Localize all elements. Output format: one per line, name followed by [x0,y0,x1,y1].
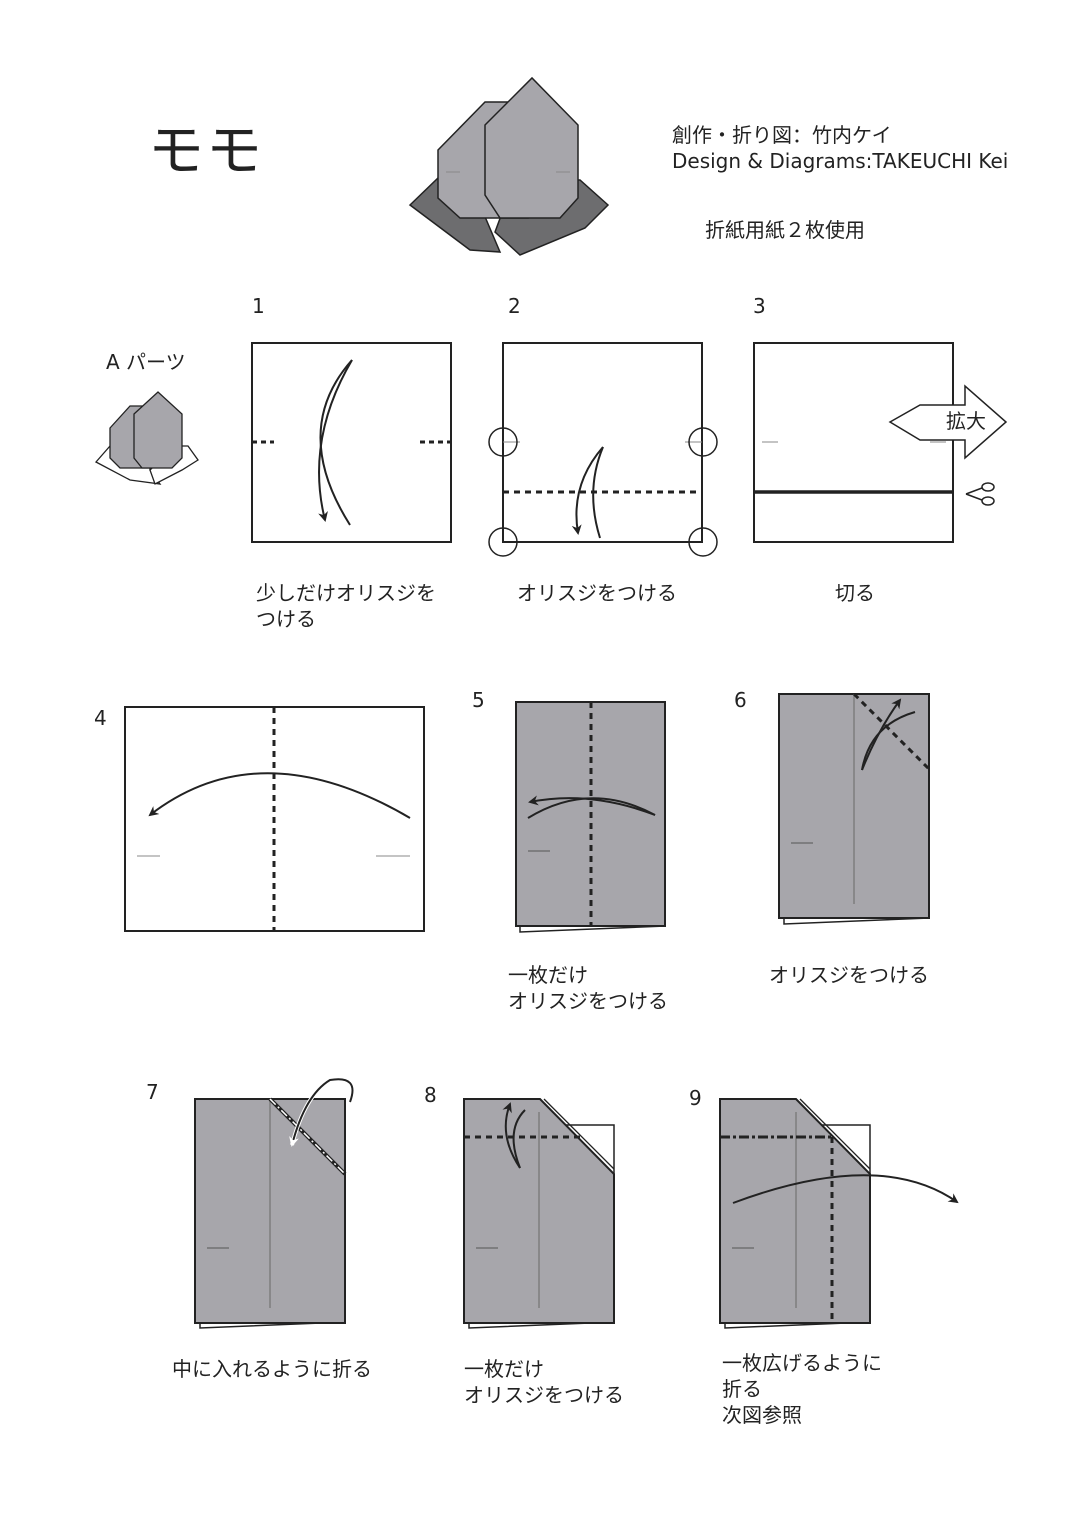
step-5-diagram [515,701,666,933]
step-9-number: 9 [689,1086,702,1110]
credit-japanese: 創作・折り図：竹内ケイ [672,123,892,147]
step-2-diagram [488,342,718,557]
step-1-number: 1 [252,294,265,318]
step-2-number: 2 [508,294,521,318]
step-7-caption: 中に入れるように折る [172,1357,372,1381]
step-5-number: 5 [472,688,485,712]
credit-english: Design & Diagrams:TAKEUCHI Kei [672,149,1009,173]
paper-note: 折紙用紙２枚使用 [705,218,865,242]
step-6-caption: オリスジをつける [769,963,929,987]
step-5-caption: 一枚だけ オリスジをつける [508,963,668,1013]
step-8-number: 8 [424,1083,437,1107]
part-a-label: A パーツ [106,350,186,374]
scissors-icon [965,482,995,506]
step-8-caption: 一枚だけ オリスジをつける [464,1357,624,1407]
finished-peach-illustration [408,76,610,256]
step-6-number: 6 [734,688,747,712]
enlarge-label: 拡大 [946,409,986,433]
part-a-illustration [94,391,199,485]
step-1-caption: 少しだけオリスジを つける [256,581,436,631]
enlarge-arrow-icon [888,384,1008,460]
step-3-diagram [753,342,954,543]
step-1-diagram [251,342,452,543]
step-9-diagram [719,1098,959,1329]
step-3-number: 3 [753,294,766,318]
step-9-caption: 一枚広げるように 折る 次図参照 [722,1351,882,1427]
page-title: モモ [148,119,264,184]
step-6-diagram [778,692,931,925]
step-7-diagram [194,1077,355,1329]
step-7-number: 7 [146,1080,159,1104]
step-4-diagram [124,706,425,932]
step-8-diagram [463,1098,615,1329]
step-2-caption: オリスジをつける [517,581,677,605]
step-3-caption: 切る [835,581,875,605]
step-4-number: 4 [94,706,107,730]
